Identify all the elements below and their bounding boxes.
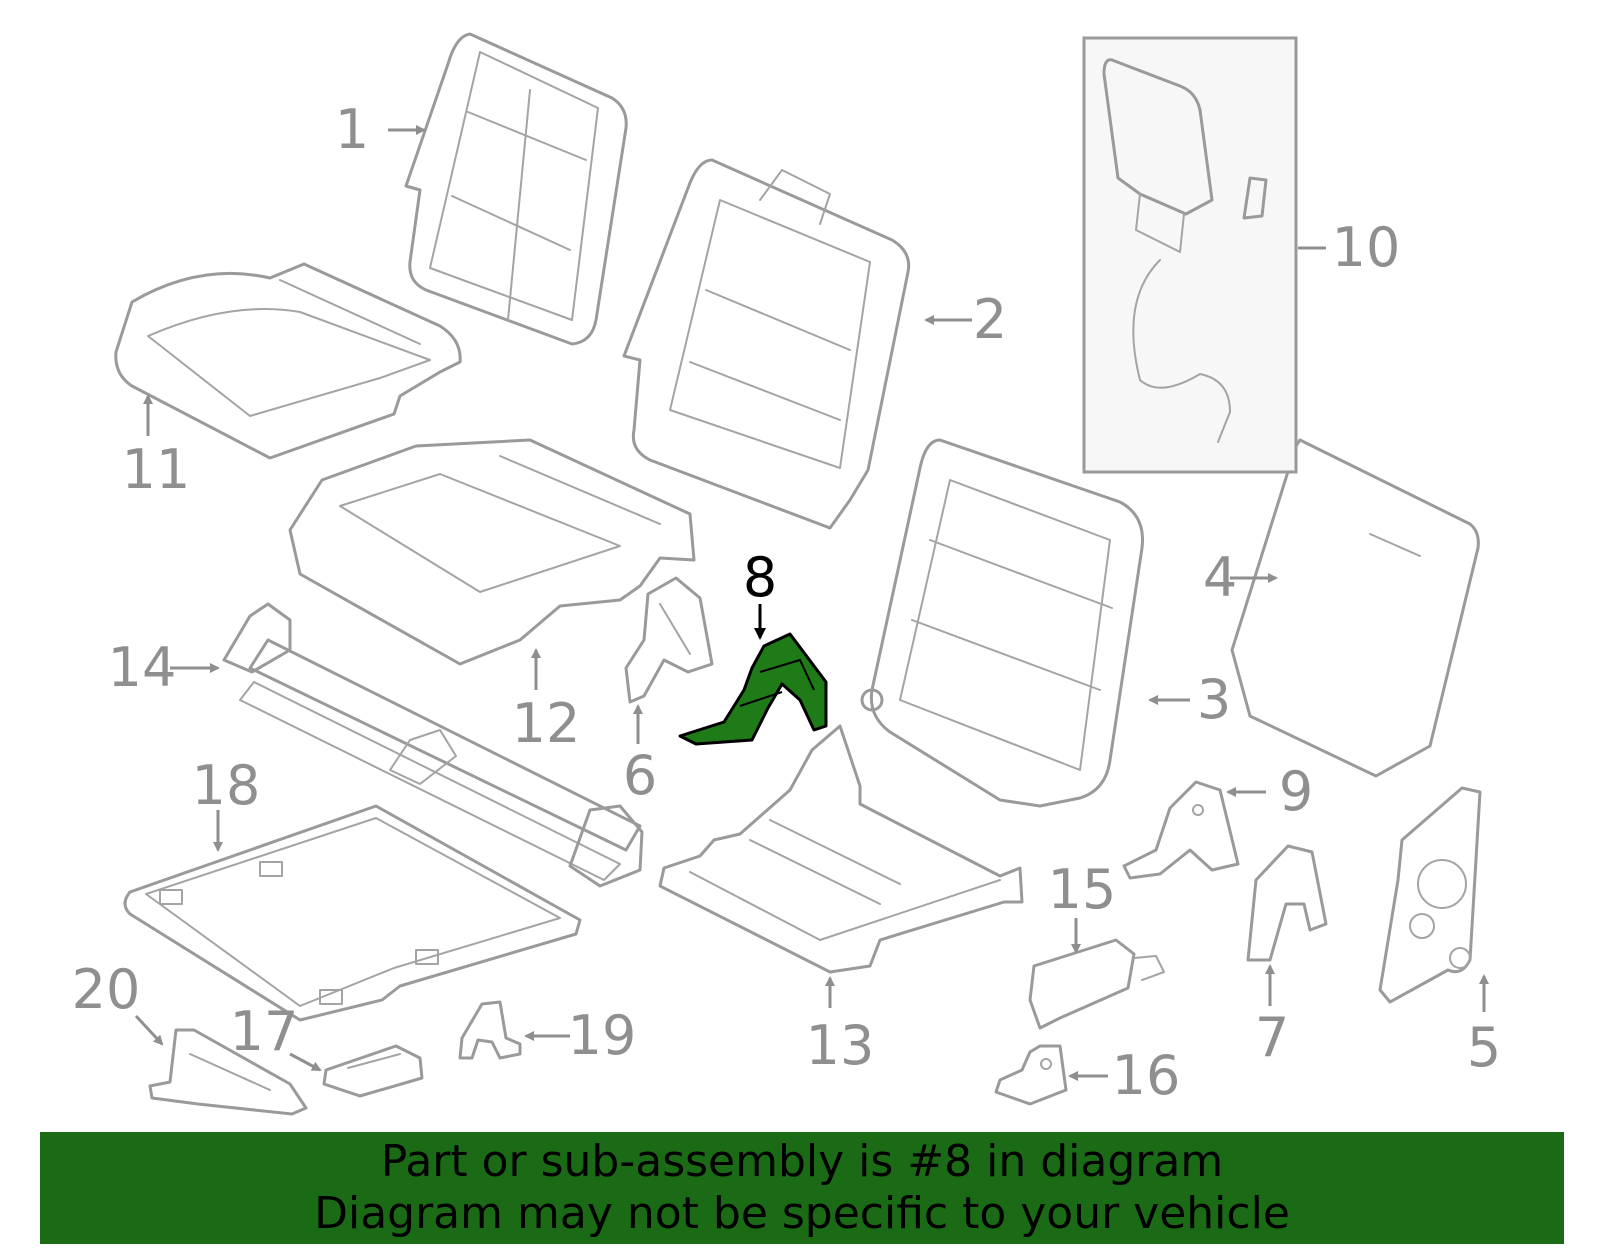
callout-20: 20 [72, 958, 141, 1021]
part-9-bracket-cover[interactable] [1122, 780, 1240, 880]
callout-18: 18 [192, 754, 261, 817]
part-20-bracket[interactable] [148, 1028, 308, 1116]
part-11-seat-cushion-cover[interactable] [114, 262, 462, 460]
callout-16: 16 [1112, 1044, 1181, 1107]
callout-12: 12 [512, 692, 581, 755]
callout-9: 9 [1279, 760, 1313, 823]
leader-lines [134, 125, 1489, 1081]
part-10-headrest-inset[interactable] [1082, 36, 1298, 474]
part-7-trim-cover[interactable] [1246, 844, 1328, 962]
callout-4: 4 [1203, 546, 1237, 609]
callout-14: 14 [108, 636, 177, 699]
callout-17: 17 [230, 1000, 299, 1063]
banner-line-1: Part or sub-assembly is #8 in diagram [380, 1136, 1224, 1187]
callout-2: 2 [973, 288, 1007, 351]
part-6-side-cover[interactable] [624, 576, 714, 704]
part-8-highlighted[interactable] [678, 632, 828, 746]
callout-3: 3 [1197, 668, 1231, 731]
callout-6: 6 [623, 744, 657, 807]
callout-7: 7 [1255, 1006, 1289, 1069]
part-19-wire-clip[interactable] [458, 1000, 522, 1060]
callout-1: 1 [335, 98, 369, 161]
part-4-back-panel[interactable] [1230, 438, 1480, 778]
callout-8: 8 [743, 546, 777, 609]
callout-15: 15 [1048, 858, 1117, 921]
part-16-bracket[interactable] [994, 1044, 1068, 1106]
part-3-seat-back-frame[interactable] [860, 438, 1145, 808]
callout-19: 19 [568, 1004, 637, 1067]
part-13-seat-frame[interactable] [658, 724, 1024, 974]
part-18-floor-pan[interactable] [123, 804, 582, 1022]
part-15-seat-switch[interactable] [1028, 938, 1165, 1030]
callout-5: 5 [1467, 1016, 1501, 1079]
callout-labels: 1 2 3 4 5 6 7 8 9 10 11 12 13 14 15 16 1… [72, 98, 1502, 1107]
part-2-seat-back-pad[interactable] [622, 158, 911, 530]
part-5-recliner-mechanism[interactable] [1378, 786, 1482, 1004]
part-14-seat-track[interactable] [222, 602, 644, 888]
part-1-seat-back-cover[interactable] [404, 32, 628, 346]
info-banner: Part or sub-assembly is #8 in diagram Di… [40, 1132, 1564, 1244]
banner-line-2: Diagram may not be specific to your vehi… [314, 1188, 1290, 1239]
callout-13: 13 [806, 1014, 875, 1077]
part-12-seat-cushion-pad[interactable] [288, 438, 696, 666]
callout-11: 11 [122, 438, 191, 501]
callout-10: 10 [1332, 216, 1401, 279]
part-17-module[interactable] [322, 1044, 424, 1098]
